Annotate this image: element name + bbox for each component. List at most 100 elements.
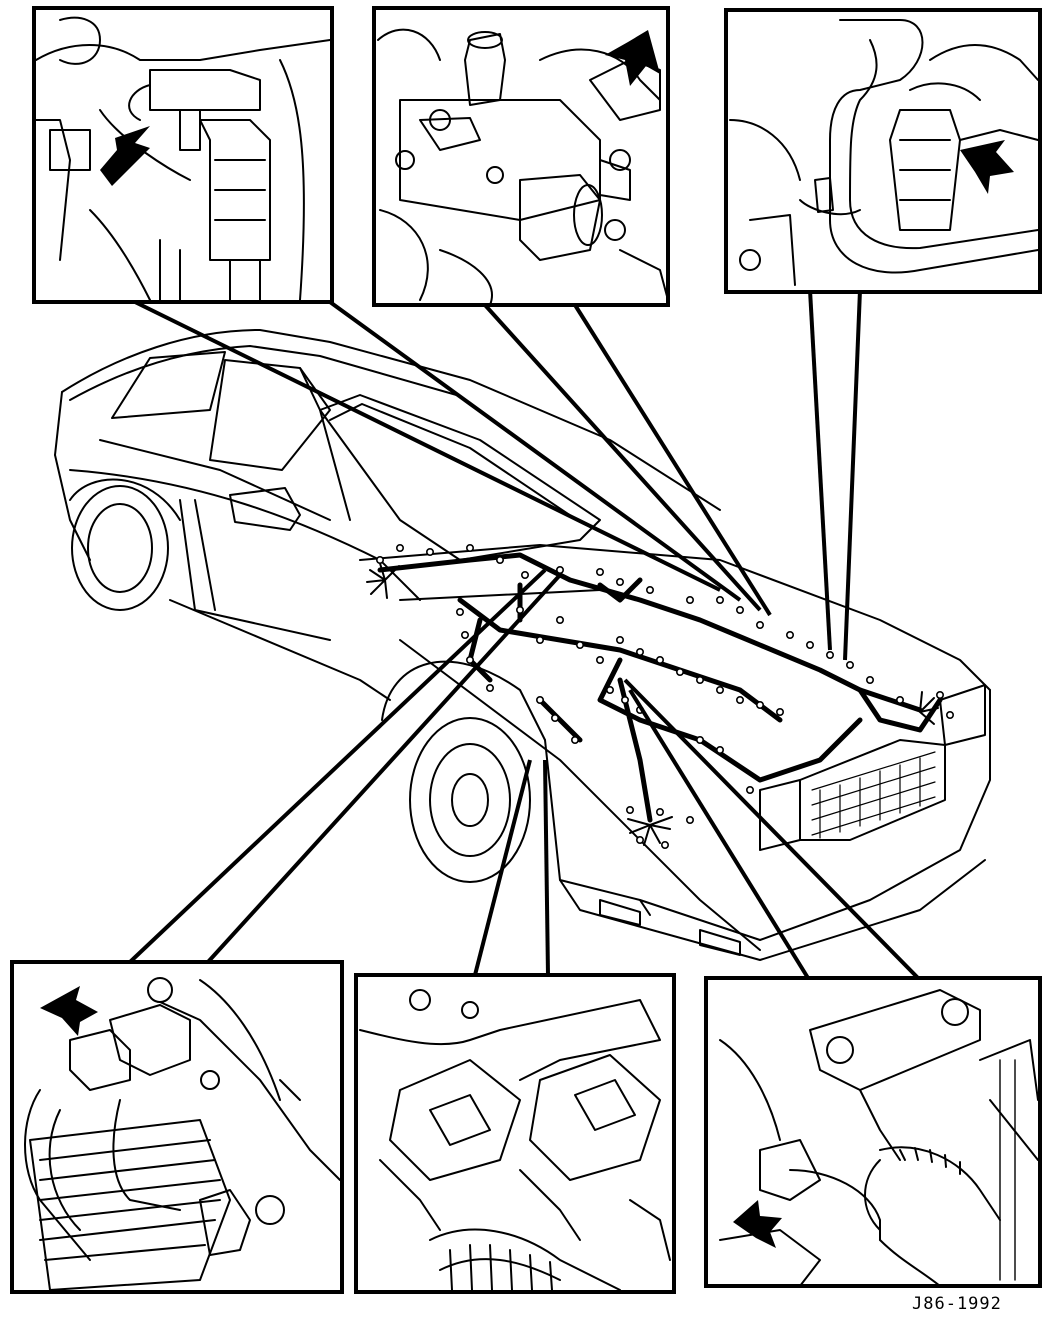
harness-connector-dot — [675, 667, 684, 676]
harness-connector-dot — [515, 605, 524, 614]
harness-connector-dot — [755, 700, 764, 709]
harness-connector-dot — [735, 695, 744, 704]
harness-connector-dot — [535, 635, 544, 644]
harness-connector-dot — [785, 630, 794, 639]
front-wheel — [409, 717, 531, 883]
harness-connector-dot — [660, 840, 669, 849]
harness-connector-dot — [745, 785, 754, 794]
harness-connector-dot — [595, 567, 604, 576]
harness-connector-dot — [775, 707, 784, 716]
harness-connector-dot — [460, 630, 469, 639]
harness-connector-dot — [595, 655, 604, 664]
pipe-stub — [519, 174, 601, 261]
panel-modules-drawing — [359, 989, 671, 1291]
pointer-arrow-icon — [733, 1200, 782, 1248]
callout-leaders — [128, 289, 920, 980]
harness-connector-dot — [805, 640, 814, 649]
pointer-arrow-icon — [100, 126, 150, 186]
connector-plug-b — [109, 1004, 191, 1076]
harness-connector-dot — [425, 547, 434, 556]
panel-bracket-sensor — [10, 960, 344, 1294]
harness-connector-dot — [620, 695, 629, 704]
panel-thermostat-drawing — [377, 28, 669, 306]
panel-engine-drawing — [719, 989, 1039, 1287]
rear-window-glass — [111, 351, 226, 419]
pointer-arrow-icon — [960, 140, 1014, 194]
harness-connector-dot — [715, 745, 724, 754]
pointer-arrow-icon — [40, 986, 98, 1036]
panel-hose-sensor — [724, 8, 1042, 294]
harness-connector-dot — [495, 555, 504, 564]
panel-injector-connector — [32, 6, 334, 304]
figure-reference-number: J86-1992 — [912, 1294, 1002, 1314]
harness-connector-dot — [825, 650, 834, 659]
harness-connector-dot — [375, 555, 384, 564]
harness-connector-dot — [625, 805, 634, 814]
radiator-grille — [799, 739, 946, 841]
harness-connector-dot — [655, 807, 664, 816]
harness-connector-dot — [575, 640, 584, 649]
harness-connector-dot — [635, 647, 644, 656]
temperature-switch — [889, 109, 961, 231]
sensor-connector-plug — [589, 59, 661, 121]
harness-connector-dot — [615, 635, 624, 644]
windscreen — [319, 394, 601, 561]
panel-engine-sensor — [704, 976, 1042, 1288]
harness-connector-dot — [550, 713, 559, 722]
harness-connector-dot — [895, 695, 904, 704]
module-left — [389, 1059, 521, 1181]
harness-connector-dot — [695, 675, 704, 684]
harness-connector-dot — [605, 685, 614, 694]
engine-harness — [377, 552, 943, 823]
door-mirror — [229, 487, 301, 531]
fuel-injector — [199, 119, 271, 261]
harness-connector-dot — [735, 605, 744, 614]
harness-connector-dot — [615, 577, 624, 586]
harness-connector-dot — [645, 585, 654, 594]
harness-connector-dot — [570, 735, 579, 744]
harness-connector-dot — [395, 543, 404, 552]
harness-connector-dot — [455, 607, 464, 616]
harness-connector-dot — [865, 675, 874, 684]
thermostat-housing — [399, 99, 601, 221]
harness-connector-dot — [695, 735, 704, 744]
harness-connector-dot — [465, 543, 474, 552]
harness-cable — [879, 1146, 1001, 1221]
sensor-plug — [759, 1139, 821, 1201]
module-right — [529, 1054, 661, 1181]
harness-connector-dot — [685, 595, 694, 604]
harness-connector-dot — [520, 570, 529, 579]
panel-bracket-drawing — [24, 977, 341, 1291]
panel-hose-drawing — [729, 19, 1039, 286]
harness-connector-dot — [555, 615, 564, 624]
door-window-glass — [209, 359, 331, 471]
harness-connector-dot — [945, 710, 954, 719]
engine-bracket — [809, 989, 981, 1091]
sensor-body-ribbed — [29, 1119, 231, 1291]
harness-connector-dot — [935, 690, 944, 699]
harness-connector-dot — [635, 835, 644, 844]
panel-twin-modules — [354, 973, 676, 1294]
harness-connector-dot — [555, 565, 564, 574]
harness-connector-dot — [715, 685, 724, 694]
connector-plug-a — [69, 1029, 131, 1091]
air-duct — [429, 1228, 621, 1291]
rear-wheel — [71, 485, 169, 611]
headlamp-right — [939, 684, 986, 746]
pointer-arrow-icon — [605, 30, 660, 86]
injector-plug-body — [149, 69, 261, 111]
harness-connector-dot — [685, 815, 694, 824]
harness-connector-dot — [655, 655, 664, 664]
harness-connector-dot — [535, 695, 544, 704]
harness-connector-dot — [485, 683, 494, 692]
panel-injector-drawing — [35, 16, 331, 301]
harness-connector-dot — [465, 655, 474, 664]
coolant-hose — [829, 19, 1039, 274]
car-illustration — [54, 329, 991, 961]
harness-connector-dot — [715, 595, 724, 604]
harness-connector-dot — [845, 660, 854, 669]
sensor-tip — [199, 1189, 251, 1256]
harness-breakouts — [366, 559, 939, 846]
harness-connector-dot — [755, 620, 764, 629]
